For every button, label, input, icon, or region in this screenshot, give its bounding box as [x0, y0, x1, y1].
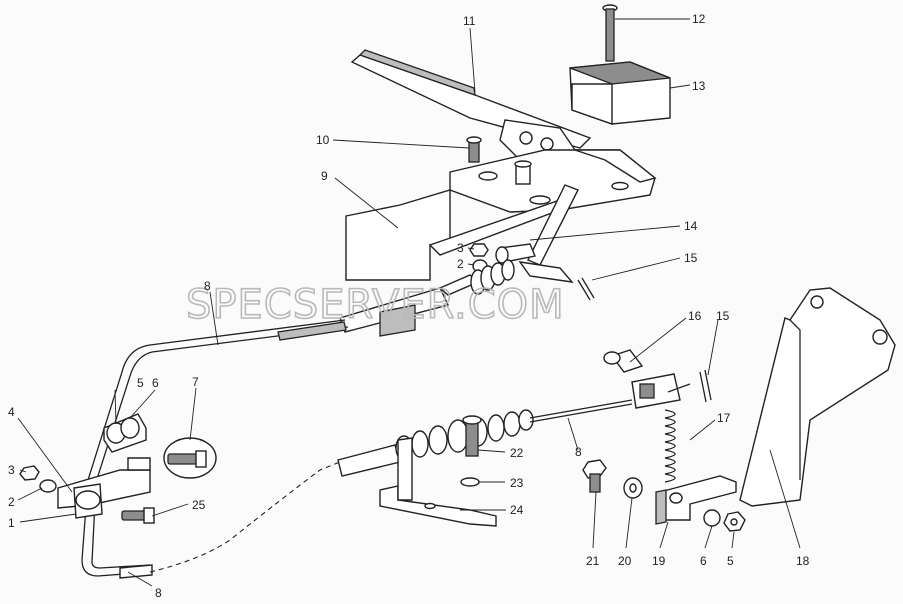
callout-5-left: 5 [137, 376, 144, 390]
callout-18: 18 [796, 554, 810, 568]
washer-23 [460, 477, 480, 487]
callout-8-middle: 8 [575, 445, 582, 459]
pedal-pad-13 [569, 61, 671, 125]
callout-2-left: 2 [8, 495, 15, 509]
callout-13: 13 [692, 79, 706, 93]
bracket-24 [379, 437, 497, 527]
callout-7: 7 [192, 375, 199, 389]
pedal-bracket-9 [345, 149, 657, 281]
washer-6-right [703, 509, 721, 527]
pin-16 [603, 349, 644, 373]
callout-19: 19 [652, 554, 666, 568]
callout-11: 11 [463, 14, 476, 28]
callout-14: 14 [684, 219, 698, 233]
bolt-21 [582, 459, 607, 493]
watermark-text: SPECSERVER.COM [186, 282, 565, 328]
callout-9: 9 [321, 169, 328, 183]
bracket-4 [57, 457, 151, 509]
lever-19 [655, 475, 737, 525]
callout-labels: 11 12 13 10 9 14 3 2 15 8 16 15 5 6 7 4 … [8, 12, 810, 600]
callout-3-top: 3 [457, 241, 464, 255]
callout-16: 16 [688, 309, 702, 323]
washer-20 [623, 477, 643, 499]
callout-24: 24 [510, 503, 524, 517]
callout-8-upper: 8 [204, 279, 211, 293]
callout-4: 4 [8, 405, 15, 419]
callout-21: 21 [586, 554, 600, 568]
callout-17: 17 [717, 411, 731, 425]
bolt-10 [466, 136, 482, 163]
callout-15-top: 15 [684, 251, 698, 265]
nut-3-and-washer-2-left [19, 465, 57, 493]
nut-5-right [723, 511, 746, 532]
callout-12: 12 [692, 12, 706, 26]
callout-20: 20 [618, 554, 632, 568]
callout-6-right: 6 [700, 554, 707, 568]
callout-10: 10 [316, 133, 330, 147]
callout-8-lower: 8 [155, 586, 162, 600]
washer-and-nut-5-6-left [103, 413, 147, 453]
bolt-12 [602, 4, 618, 62]
callout-15-right: 15 [716, 309, 730, 323]
callout-6-left: 6 [152, 376, 159, 390]
bolt-7 [163, 437, 217, 479]
leader-lines [17, 18, 801, 587]
cotter-pin-15-top [577, 277, 595, 301]
bolt-22 [462, 415, 482, 457]
nut-3-and-washer-2-top [469, 243, 489, 273]
clevis-and-spring-17 [631, 373, 691, 483]
clamp-1 [73, 483, 103, 519]
callout-1: 1 [8, 516, 15, 530]
callout-25: 25 [192, 498, 206, 512]
callout-2-top: 2 [457, 257, 464, 271]
callout-23: 23 [510, 476, 524, 490]
rod-and-clevis-14 [495, 184, 579, 283]
bolt-25 [121, 507, 155, 524]
support-bracket-18 [739, 287, 896, 507]
callout-22: 22 [510, 446, 524, 460]
callout-3-left: 3 [8, 463, 15, 477]
callout-5-right: 5 [727, 554, 734, 568]
cotter-pin-15-right [699, 369, 712, 403]
